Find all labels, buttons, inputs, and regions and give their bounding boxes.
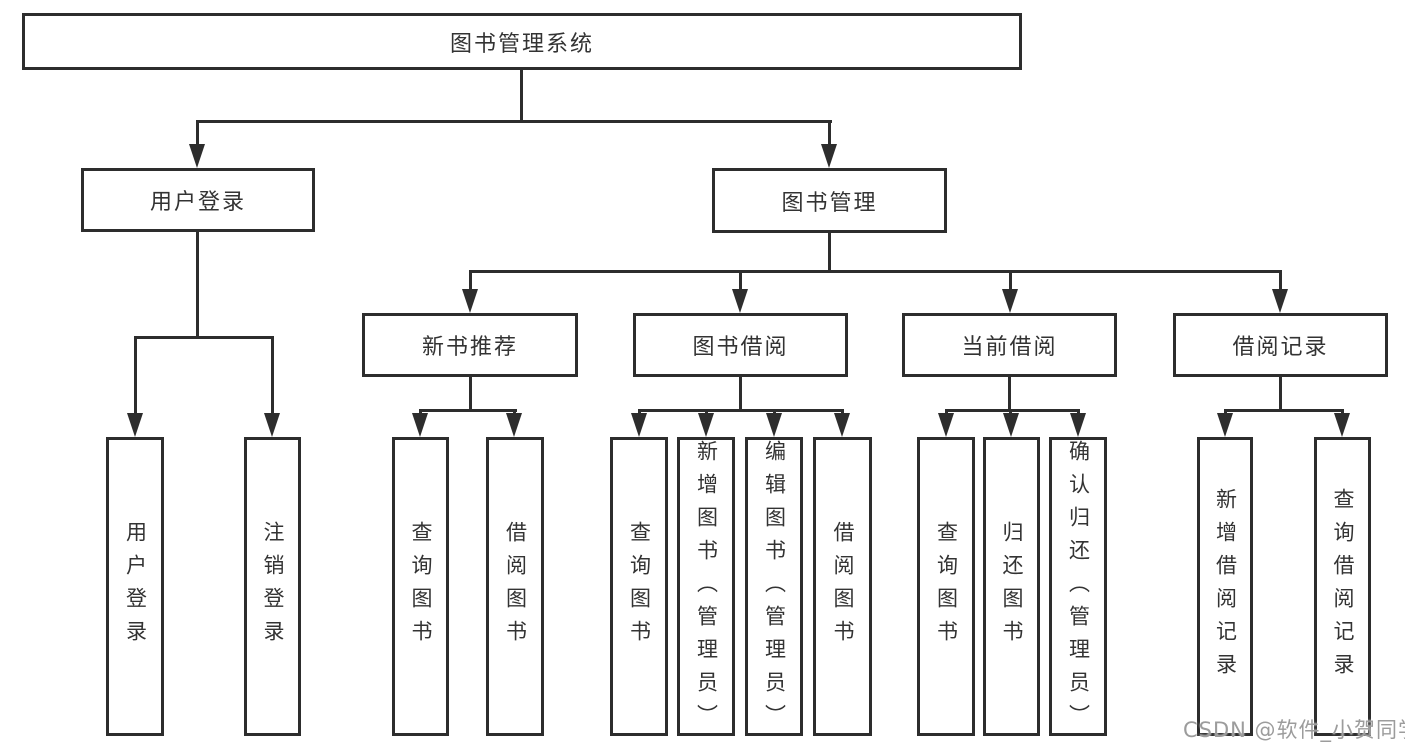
connector-line	[419, 409, 517, 412]
node-label: 新书推荐	[421, 335, 518, 360]
leaf-add-borrow-record: 新增借阅记录	[1197, 437, 1253, 736]
leaf-edit-book-admin: 编辑图书（管理员）	[745, 437, 803, 736]
connector-line	[1224, 409, 1344, 412]
arrow-down-icon	[631, 413, 647, 437]
connector-line	[134, 336, 274, 339]
connector-line	[196, 120, 832, 123]
leaf-query-books-1: 查询图书	[392, 437, 449, 736]
node-label: 借阅图书	[503, 520, 528, 653]
connector-line	[1009, 270, 1012, 291]
node-label: 查询借阅记录	[1331, 487, 1355, 686]
node-current-borrowing: 当前借阅	[902, 313, 1117, 377]
arrow-down-icon	[732, 289, 748, 313]
node-label: 借阅记录	[1232, 335, 1329, 360]
connector-line	[828, 233, 831, 273]
node-book-borrowing: 图书借阅	[633, 313, 848, 377]
connector-line	[1341, 409, 1344, 415]
connector-line	[739, 270, 742, 291]
arrow-down-icon	[506, 413, 522, 437]
node-user-login: 用户登录	[81, 168, 315, 232]
arrow-down-icon	[766, 413, 782, 437]
node-label: 查询图书	[409, 520, 433, 653]
connector-line	[705, 409, 708, 415]
leaf-query-borrow-record: 查询借阅记录	[1314, 437, 1371, 736]
connector-line	[134, 336, 137, 415]
connector-line	[196, 232, 199, 338]
arrow-down-icon	[1002, 289, 1018, 313]
arrow-down-icon	[1334, 413, 1350, 437]
arrow-down-icon	[189, 144, 205, 168]
leaf-user-login: 用户登录	[106, 437, 164, 736]
node-label: 用户登录	[123, 520, 148, 653]
arrow-down-icon	[1003, 413, 1019, 437]
leaf-borrow-books-2: 借阅图书	[813, 437, 872, 736]
connector-line	[638, 409, 844, 412]
connector-line	[841, 409, 844, 415]
node-root: 图书管理系统	[22, 13, 1022, 70]
node-book-management: 图书管理	[712, 168, 947, 233]
arrow-down-icon	[264, 413, 280, 437]
connector-line	[271, 336, 274, 415]
leaf-borrow-books-1: 借阅图书	[486, 437, 544, 736]
arrow-down-icon	[834, 413, 850, 437]
node-label: 新增图书（管理员）	[694, 440, 719, 736]
leaf-query-books-2: 查询图书	[610, 437, 668, 736]
leaf-query-books-3: 查询图书	[917, 437, 975, 736]
connector-line	[828, 120, 831, 146]
connector-line	[1077, 409, 1080, 415]
connector-line	[520, 70, 523, 122]
leaf-return-book: 归还图书	[983, 437, 1040, 736]
connector-line	[1009, 409, 1012, 415]
node-label: 确认归还（管理员）	[1066, 440, 1091, 736]
leaf-confirm-return-admin: 确认归还（管理员）	[1049, 437, 1107, 736]
arrow-down-icon	[1272, 289, 1288, 313]
arrow-down-icon	[821, 144, 837, 168]
connector-line	[739, 377, 742, 412]
node-label: 编辑图书（管理员）	[762, 440, 787, 736]
arrow-down-icon	[1217, 413, 1233, 437]
connector-line	[1279, 377, 1282, 412]
node-label: 图书管理系统	[449, 31, 594, 57]
connector-line	[419, 409, 422, 415]
node-label: 用户登录	[149, 190, 246, 215]
connector-line	[773, 409, 776, 415]
arrow-down-icon	[462, 289, 478, 313]
node-borrowing-records: 借阅记录	[1173, 313, 1388, 377]
node-label: 查询图书	[934, 520, 959, 653]
arrow-down-icon	[127, 413, 143, 437]
node-label: 归还图书	[1000, 520, 1024, 653]
connector-line	[638, 409, 641, 415]
leaf-add-book-admin: 新增图书（管理员）	[677, 437, 735, 736]
node-label: 查询图书	[627, 520, 652, 653]
node-label: 注销登录	[261, 520, 285, 653]
connector-line	[1279, 270, 1282, 291]
arrow-down-icon	[698, 413, 714, 437]
watermark: CSDN @软件_小贺同学	[1183, 718, 1405, 742]
connector-line	[945, 409, 1080, 412]
arrow-down-icon	[1070, 413, 1086, 437]
node-label: 图书借阅	[692, 335, 789, 360]
node-label: 图书管理	[781, 190, 878, 216]
node-label: 当前借阅	[961, 335, 1058, 360]
connector-line	[196, 120, 199, 146]
node-label: 新增借阅记录	[1213, 487, 1238, 686]
leaf-logout: 注销登录	[244, 437, 301, 736]
connector-line	[945, 409, 948, 415]
connector-line	[1224, 409, 1227, 415]
arrow-down-icon	[938, 413, 954, 437]
node-label: 借阅图书	[831, 520, 855, 653]
node-new-book-recommendation: 新书推荐	[362, 313, 578, 377]
connector-line	[1008, 377, 1011, 412]
connector-line	[513, 409, 516, 415]
connector-line	[469, 377, 472, 412]
connector-line	[469, 270, 1282, 273]
arrow-down-icon	[412, 413, 428, 437]
connector-line	[469, 270, 472, 291]
